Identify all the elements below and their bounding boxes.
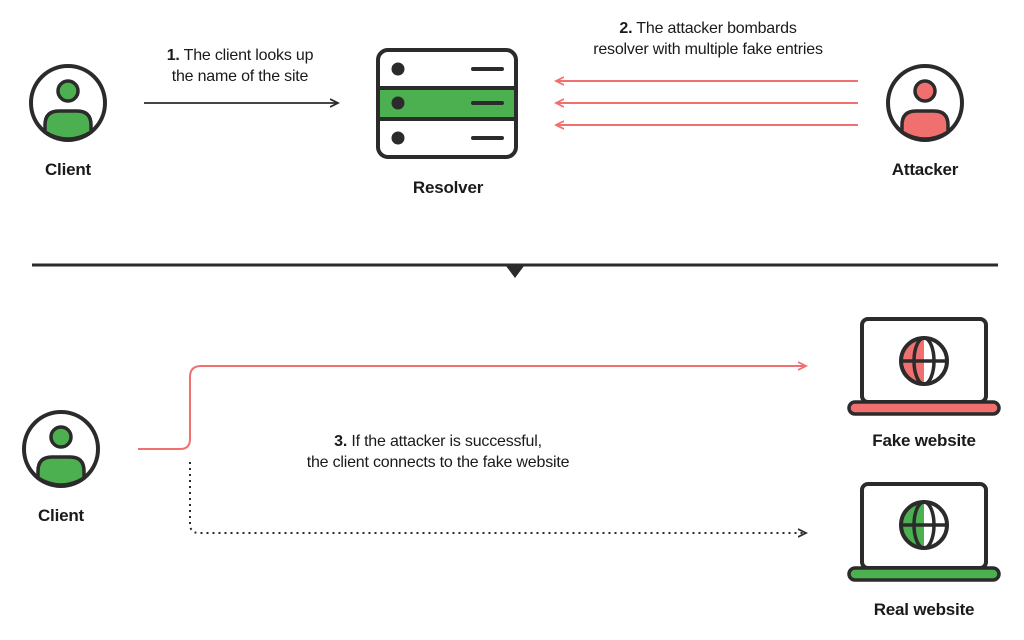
step-2-line-2: resolver with multiple fake entries bbox=[593, 41, 823, 58]
client-user-icon bbox=[29, 64, 107, 142]
globe-icon bbox=[899, 500, 949, 550]
resolver-server-icon bbox=[376, 48, 518, 159]
globe-icon bbox=[899, 336, 949, 386]
step-3-text: 3. If the attacker is successful, the cl… bbox=[268, 431, 608, 473]
step-3-line-1: If the attacker is successful, bbox=[351, 433, 542, 450]
step-1-line-1: The client looks up bbox=[183, 47, 314, 64]
bottom-client-label: Client bbox=[37, 506, 85, 525]
real-website-label: Real website bbox=[873, 600, 975, 619]
attacker-user-icon bbox=[886, 64, 964, 142]
step-3-line-2: the client connects to the fake website bbox=[306, 454, 570, 471]
step-2-line-1: The attacker bombards bbox=[636, 20, 797, 37]
step-1-line-2: the name of the site bbox=[171, 68, 309, 85]
section-divider bbox=[32, 263, 998, 278]
real-website-laptop-icon bbox=[847, 482, 1001, 582]
step-2-number: 2. bbox=[619, 20, 633, 37]
step-1-number: 1. bbox=[166, 47, 180, 64]
fake-entry-arrows bbox=[556, 81, 858, 125]
step-3-number: 3. bbox=[334, 433, 348, 450]
fake-website-laptop-icon bbox=[847, 317, 1001, 416]
fake-website-label: Fake website bbox=[872, 431, 976, 450]
step-1-text: 1. The client looks up the name of the s… bbox=[130, 45, 350, 87]
fake-connection-path bbox=[138, 366, 806, 450]
bottom-client-user-icon bbox=[22, 410, 100, 488]
client-label: Client bbox=[44, 160, 92, 179]
resolver-label: Resolver bbox=[412, 178, 484, 197]
step-2-text: 2. The attacker bombards resolver with m… bbox=[556, 18, 860, 60]
attacker-label: Attacker bbox=[891, 160, 959, 179]
